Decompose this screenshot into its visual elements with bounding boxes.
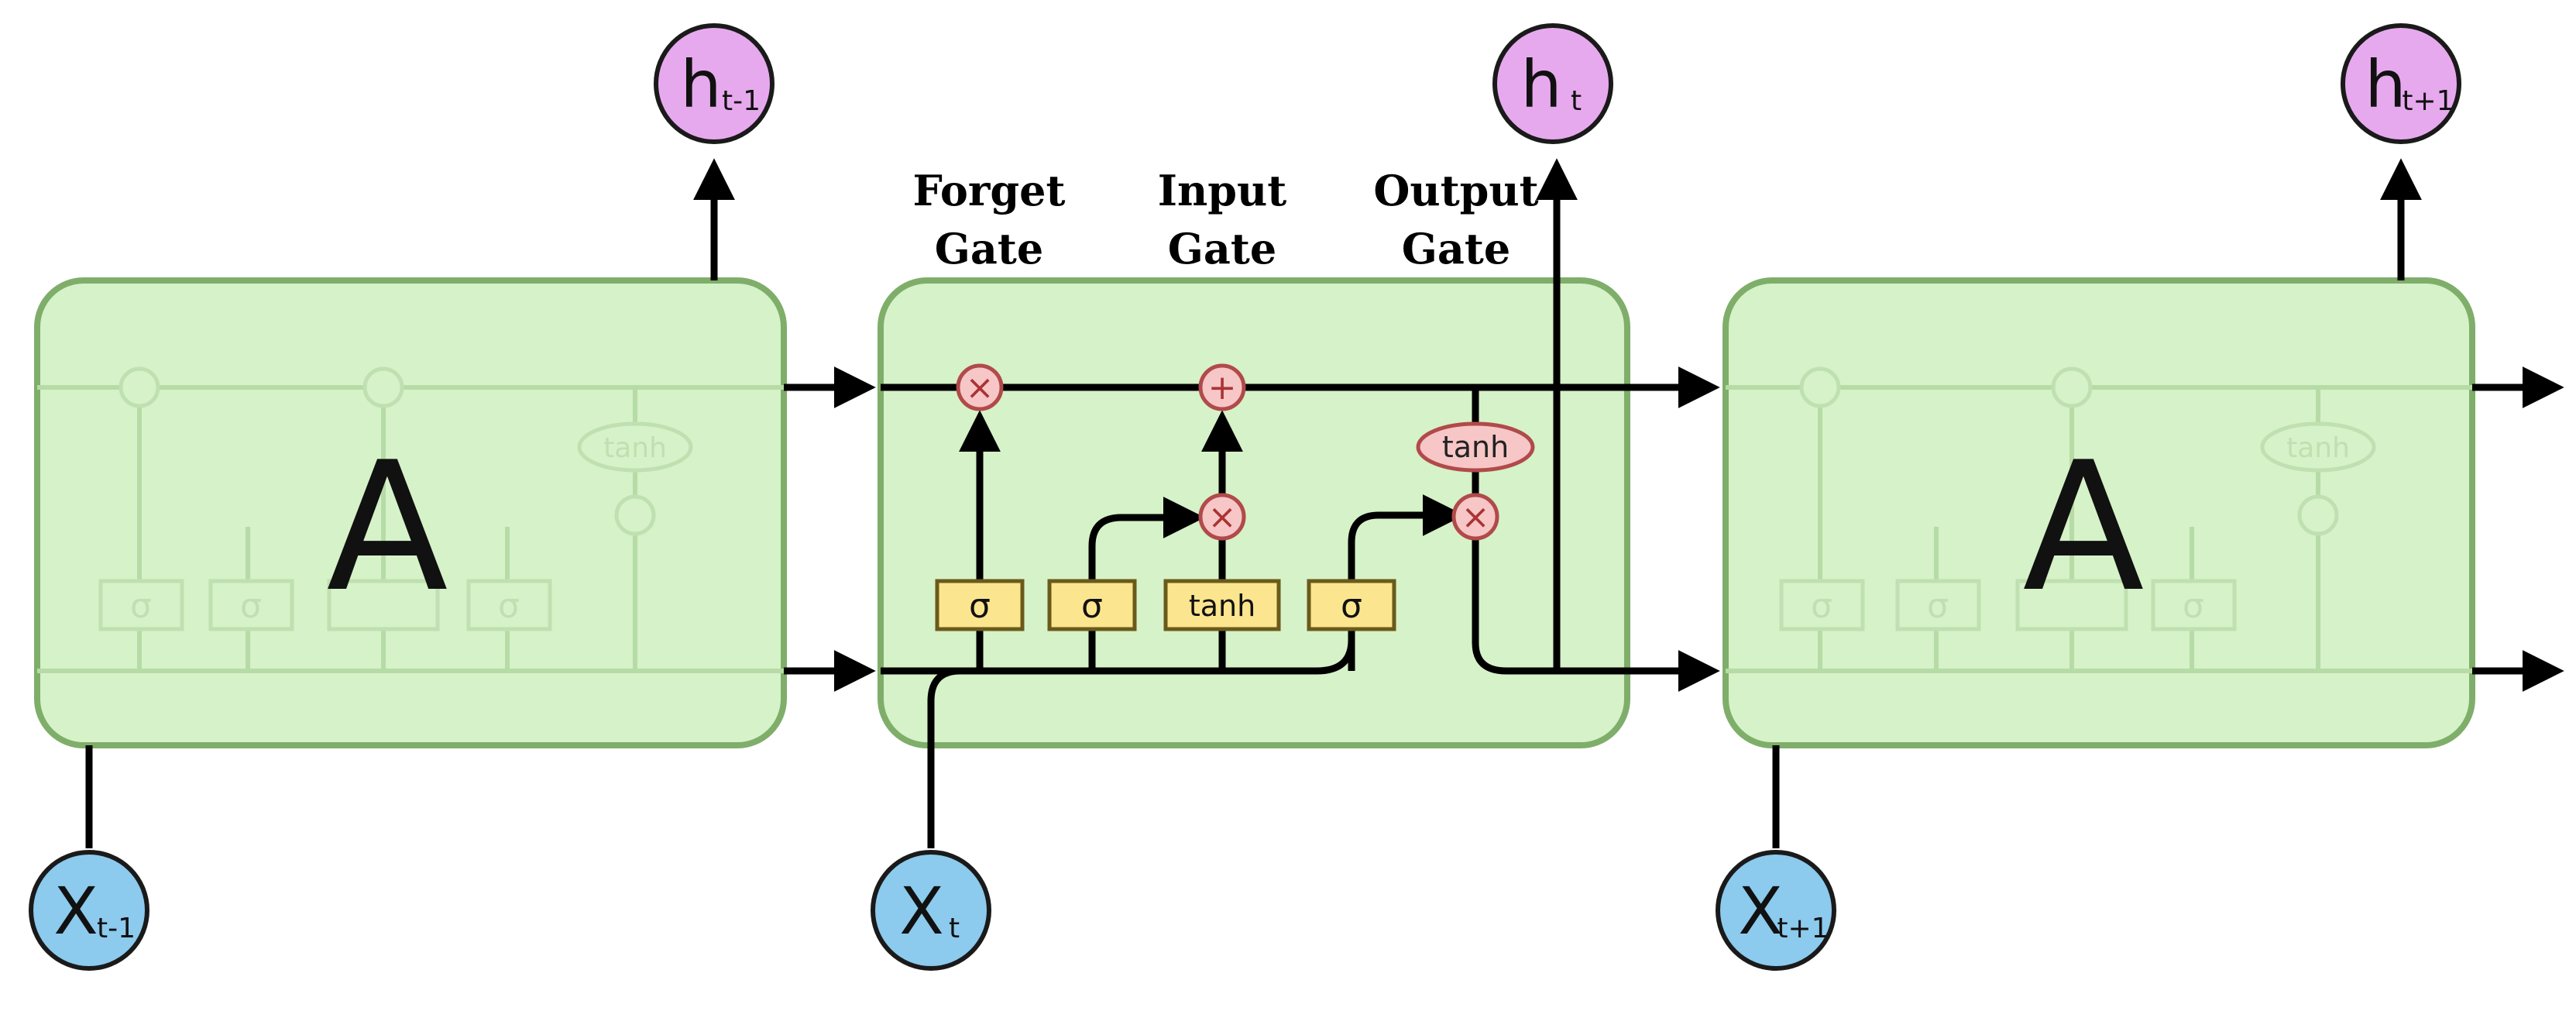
cell-add-op xyxy=(1198,363,1246,411)
cell-right-label: A xyxy=(2022,425,2144,631)
hidden-node-current-sub: t xyxy=(1571,85,1582,117)
cell-left-label: A xyxy=(326,425,448,631)
output-multiply-symbol: × xyxy=(1461,497,1490,537)
cell-middle xyxy=(878,277,1630,748)
input-node-next-main: X xyxy=(1738,873,1783,949)
cell-right-ghost-internals: σ σ σ tanh xyxy=(1726,366,2472,673)
forget-multiply-symbol: × xyxy=(966,368,994,408)
input-sigma-label: σ xyxy=(1081,586,1103,626)
input-node-prev: X t-1 xyxy=(29,850,149,971)
input-tanh-label: tanh xyxy=(1189,589,1255,623)
hidden-node-next-sub: t+1 xyxy=(2402,85,2454,117)
middle-wiring xyxy=(881,158,1578,848)
ghost-sigma: σ xyxy=(2183,586,2204,626)
ghost-sigma: σ xyxy=(240,586,262,626)
input-tanh-layer xyxy=(1163,579,1281,631)
ghost-sigma: σ xyxy=(498,586,520,626)
output-gate-label-line1: Output xyxy=(1373,166,1538,215)
input-node-next: X t+1 xyxy=(1716,850,1836,971)
hidden-node-current: h t xyxy=(1492,23,1613,144)
gate-labels: Forget Gate Input Gate Output Gate xyxy=(913,166,1539,273)
ghost-sigma: σ xyxy=(1927,586,1949,626)
forget-multiply-op xyxy=(956,363,1004,411)
middle-operators: × + × × tanh xyxy=(956,363,1535,541)
forget-sigma-label: σ xyxy=(969,586,991,626)
connection-arrows xyxy=(784,366,2564,692)
output-multiply-op xyxy=(1451,493,1499,541)
middle-layers: σ σ tanh σ xyxy=(935,579,1396,631)
input-multiply-symbol: × xyxy=(1208,497,1237,537)
input-node-current-sub: t xyxy=(949,913,960,944)
ghost-sigma: σ xyxy=(130,586,152,626)
hidden-node-next-main: h xyxy=(2365,46,2406,122)
cell-left: σ σ σ tanh A xyxy=(34,277,787,748)
ghost-sigma: σ xyxy=(1811,586,1832,626)
ghost-tanh: tanh xyxy=(603,432,667,464)
input-node-prev-main: X xyxy=(53,873,98,949)
input-gate-label-line2: Gate xyxy=(1168,224,1276,273)
output-tanh-op xyxy=(1416,421,1535,473)
hidden-state-nodes: h t-1 h t h t+1 xyxy=(654,23,2461,144)
hidden-node-next: h t+1 xyxy=(2341,23,2461,144)
input-multiply-op xyxy=(1198,493,1246,541)
cell-right: σ σ σ tanh A xyxy=(1722,277,2475,748)
input-node-prev-sub: t-1 xyxy=(97,913,136,944)
forget-gate-label-line2: Gate xyxy=(935,224,1043,273)
input-sigma-layer xyxy=(1047,579,1137,631)
cell-left-ghost-internals: σ σ σ tanh xyxy=(37,366,784,673)
node-connectors xyxy=(85,158,2422,848)
forget-sigma-layer xyxy=(935,579,1025,631)
input-node-current: X t xyxy=(871,850,991,971)
input-nodes: X t-1 X t X t+1 xyxy=(29,850,1836,971)
output-gate-label-line2: Gate xyxy=(1402,224,1510,273)
output-tanh-label: tanh xyxy=(1442,430,1509,464)
input-gate-label-line1: Input xyxy=(1158,166,1287,215)
hidden-node-prev-main: h xyxy=(680,46,721,122)
output-sigma-label: σ xyxy=(1341,586,1362,626)
hidden-node-prev-sub: t-1 xyxy=(722,85,761,117)
hidden-node-prev: h t-1 xyxy=(654,23,775,144)
output-sigma-layer xyxy=(1307,579,1396,631)
cell-middle-box xyxy=(878,277,1630,748)
hidden-node-current-main: h xyxy=(1520,46,1561,122)
forget-gate-label-line1: Forget xyxy=(913,166,1066,215)
cell-add-symbol: + xyxy=(1208,368,1237,408)
ghost-tanh: tanh xyxy=(2286,432,2350,464)
input-node-next-sub: t+1 xyxy=(1777,913,1829,944)
input-node-current-main: X xyxy=(899,873,944,949)
